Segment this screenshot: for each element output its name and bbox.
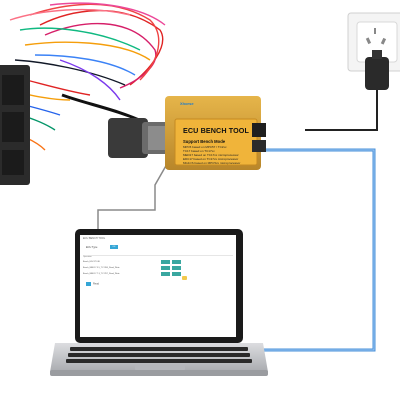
device-line: EDC17 based on TC17xx microprocessor [183,157,239,161]
row-label: Bosch_MED17.7.3_TC1797_Read_Write [83,273,120,275]
read-button[interactable] [161,266,170,270]
write-button[interactable] [172,266,181,270]
read-button[interactable] [161,272,170,276]
device-line: MG1CS based on MPC5xx microprocessor [183,161,241,165]
ecu-bench-device [165,96,266,170]
device-line: TC17 based on TC17xx [183,149,215,153]
power-cable [305,90,378,131]
wall-socket [347,12,400,72]
app-title: ECU BENCH TOOL [83,237,106,240]
usb-cable [252,148,376,352]
read-button[interactable] [161,260,170,264]
table-row[interactable]: Bosch_MED17.5.5_TC1766_Read_Write [83,266,233,272]
device-line: MED17 based on TC17xx microprocessor [183,153,239,157]
write-button[interactable] [172,260,181,264]
power-adapter [365,50,389,90]
device-brand: Xhorse [180,101,194,106]
table-row[interactable]: Bosch_MED17.7.3_TC1797_Read_Write [83,272,233,278]
ok-button[interactable]: OK [110,245,118,249]
page-button[interactable] [86,282,91,286]
ecu-type-label: ECU Type [86,246,98,249]
device-title: ECU BENCH TOOL [183,126,249,135]
row-label: Bosch_MED17.5.5_TC1766_Read_Write [83,267,120,269]
row-label: Bosch_EDC17C46 [83,261,100,263]
laptop-screen: ECU BENCH TOOL ECU Type OK Operation Bos… [80,235,236,337]
table-header: Operation [83,256,92,258]
device-line: MPC5 based on MPC57 / TC2xx [183,145,227,149]
pagination: Read [86,282,99,286]
write-button[interactable] [172,272,181,276]
device-subtitle: Support Bench Mode [183,139,226,144]
ecu-connector [0,65,30,185]
data-cable [97,149,176,232]
footer-text: Read [93,282,99,286]
cursor-icon [182,276,187,280]
db-connector [108,118,170,158]
table-row[interactable]: Bosch_EDC17C46 [83,260,233,266]
divider [83,255,233,256]
